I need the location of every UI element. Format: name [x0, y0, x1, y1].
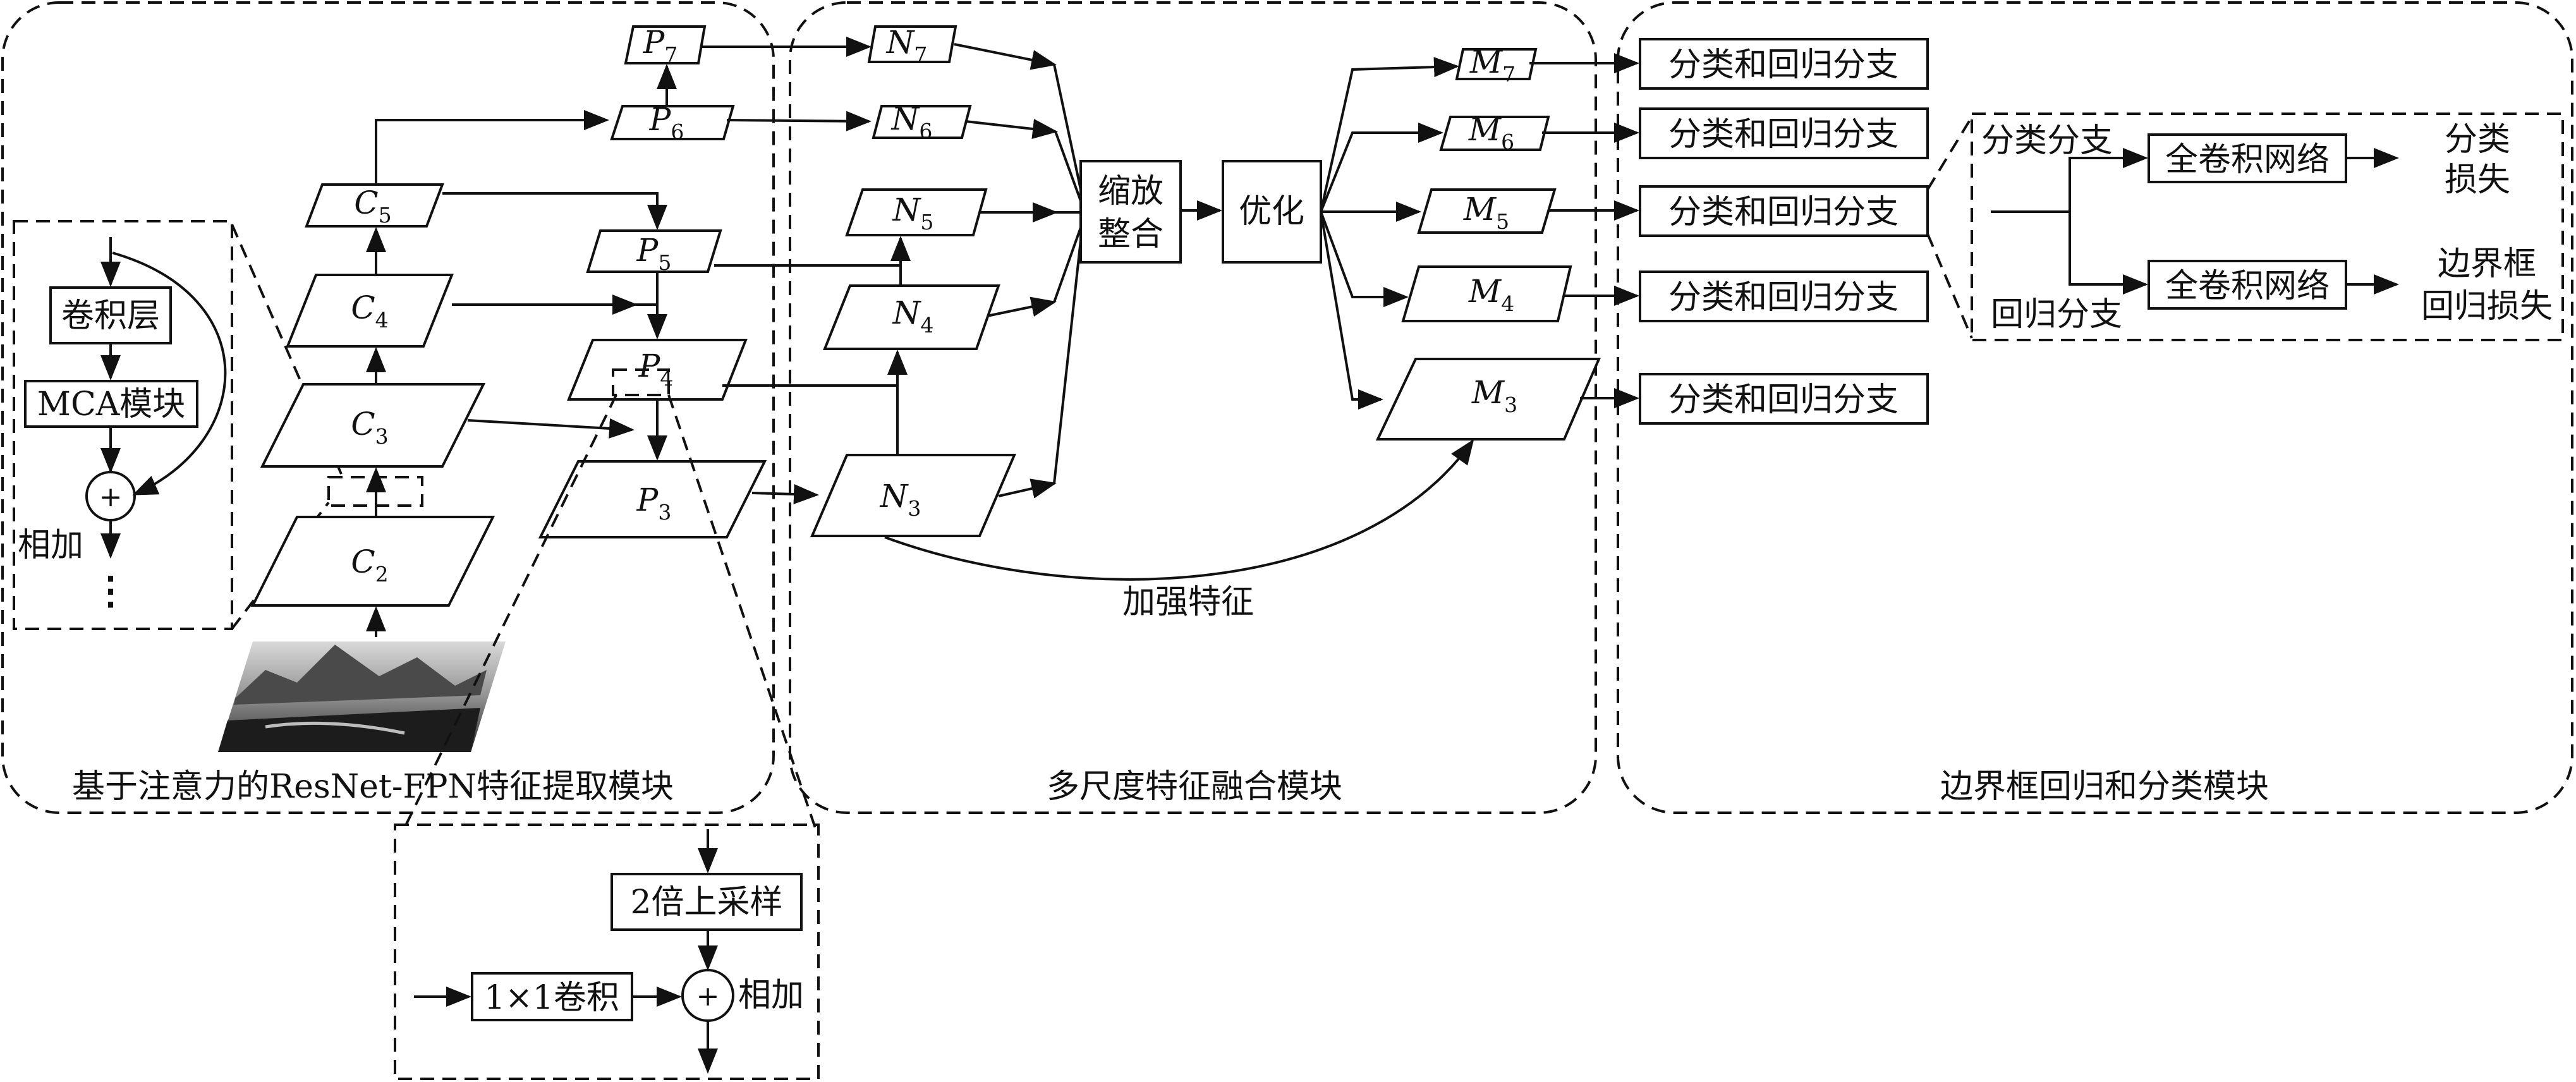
svg-text:C3: C3: [351, 406, 388, 449]
conv1x1-label: 1×1卷积: [484, 979, 619, 1017]
branch-detail-inset: 分类分支 回归分支 全卷积网络 全卷积网络 分类 损失 边界框 回归损失: [1926, 112, 2564, 341]
branch-box-m7: 分类和回归分支: [1639, 38, 1929, 90]
n6-node: N6: [872, 100, 972, 143]
p5-node: P5: [586, 229, 722, 275]
upsample-inset: 2倍上采样 + 相加 1×1卷积: [394, 824, 820, 1080]
upsample-zoom-region: [612, 368, 670, 396]
continuation-dots: ⋮: [92, 569, 130, 613]
branch-box-m5: 分类和回归分支: [1639, 185, 1929, 237]
c2-node: C2: [250, 516, 495, 607]
fcn-reg-label: 全卷积网络: [2165, 267, 2330, 305]
svg-text:分类和回归分支: 分类和回归分支: [1668, 279, 1899, 317]
svg-text:P3: P3: [636, 482, 672, 525]
branch-box-m4: 分类和回归分支: [1639, 270, 1929, 322]
input-image: [218, 641, 506, 752]
reg-loss-line1: 边界框: [2438, 245, 2536, 283]
n4-node: N4: [823, 284, 1000, 350]
m5-node: M5: [1417, 188, 1557, 234]
fusion-block-line2: 整合: [1098, 216, 1163, 253]
svg-text:M5: M5: [1463, 191, 1509, 234]
fusion-module-frame: [789, 1, 1597, 814]
c5-node: C5: [305, 183, 444, 228]
n7-node: N7: [867, 24, 957, 67]
cls-branch-label: 分类分支: [1981, 122, 2113, 160]
svg-text:C5: C5: [354, 185, 391, 228]
optimize-label: 优化: [1239, 193, 1304, 231]
svg-text:M4: M4: [1468, 273, 1514, 316]
svg-text:N6: N6: [891, 100, 933, 143]
svg-text:N5: N5: [892, 191, 934, 234]
branch-box-m6: 分类和回归分支: [1639, 107, 1929, 159]
plus-sign: +: [99, 481, 123, 513]
svg-text:P4: P4: [638, 348, 674, 391]
reg-branch-label: 回归分支: [1991, 296, 2122, 334]
m4-node: M4: [1401, 265, 1572, 322]
p7-node: P7: [624, 24, 707, 67]
c4-node: C4: [286, 274, 454, 348]
svg-text:P7: P7: [643, 24, 678, 67]
conv-layer-label: 卷积层: [61, 297, 160, 335]
svg-text:分类和回归分支: 分类和回归分支: [1668, 46, 1899, 84]
reg-loss-line2: 回归损失: [2421, 288, 2553, 325]
optimize-block: [1222, 160, 1322, 264]
attention-inset: 卷积层 MCA模块 + 相加 ⋮: [13, 220, 233, 630]
svg-text:M3: M3: [1471, 374, 1517, 417]
add-label-2: 相加: [738, 976, 804, 1014]
m7-node: M7: [1455, 44, 1538, 87]
svg-text:N7: N7: [886, 24, 928, 67]
svg-text:分类和回归分支: 分类和回归分支: [1668, 116, 1899, 154]
fusion-module-title: 多尺度特征融合模块: [1047, 768, 1342, 806]
extraction-module-title: 基于注意力的ResNet-FPN特征提取模块: [72, 768, 674, 806]
branch-box-m3: 分类和回归分支: [1639, 373, 1929, 425]
n3-node: N3: [810, 454, 1017, 537]
mca-module-label: MCA模块: [37, 386, 186, 423]
extraction-module-frame: [1, 1, 775, 814]
svg-text:P6: P6: [649, 101, 684, 144]
svg-text:C4: C4: [351, 289, 388, 332]
svg-text:P5: P5: [636, 232, 672, 275]
enhance-label: 加强特征: [1122, 583, 1254, 621]
m3-node: M3: [1375, 358, 1601, 441]
svg-text:M6: M6: [1468, 111, 1514, 154]
n5-node: N5: [845, 188, 988, 236]
svg-text:N3: N3: [880, 478, 921, 521]
p3-node: P3: [538, 460, 767, 538]
svg-text:分类和回归分支: 分类和回归分支: [1668, 381, 1899, 419]
fcn-cls-label: 全卷积网络: [2165, 141, 2330, 179]
c3-node: C3: [260, 383, 486, 468]
svg-text:C2: C2: [351, 544, 388, 587]
head-module-title: 边界框回归和分类模块: [1940, 768, 2269, 806]
svg-text:分类和回归分支: 分类和回归分支: [1668, 193, 1899, 231]
svg-text:M7: M7: [1469, 44, 1516, 87]
fusion-block-line1: 缩放: [1098, 173, 1163, 210]
p6-node: P6: [610, 101, 735, 144]
svg-text:N4: N4: [892, 295, 934, 337]
add-label: 相加: [18, 526, 83, 564]
cls-loss-line1: 分类: [2445, 121, 2510, 159]
cls-loss-line2: 损失: [2445, 161, 2510, 199]
plus-sign-2: +: [696, 980, 720, 1012]
m6-node: M6: [1439, 111, 1550, 154]
upsample-label: 2倍上采样: [630, 884, 782, 921]
